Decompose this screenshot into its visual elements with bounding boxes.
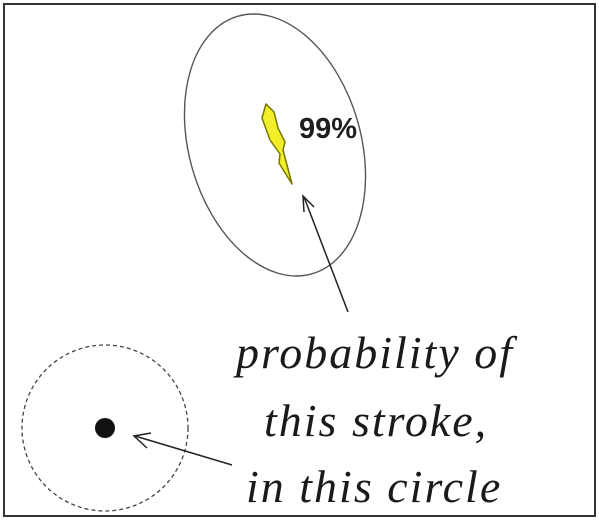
probability-percent-label: 99%	[299, 113, 357, 145]
strike-point-dot	[95, 418, 115, 438]
caption-line-3: in this circle	[246, 461, 502, 512]
lightning-bolt-icon	[261, 103, 293, 185]
dashed-circle	[21, 344, 189, 512]
confidence-ellipse	[183, 13, 367, 277]
diagram-frame	[3, 3, 596, 517]
caption-line-1: probability of	[233, 327, 518, 378]
caption-arrow-to-dot	[132, 432, 233, 466]
caption-arrow-to-stroke	[302, 194, 349, 313]
caption-line-2: this stroke,	[264, 395, 488, 446]
